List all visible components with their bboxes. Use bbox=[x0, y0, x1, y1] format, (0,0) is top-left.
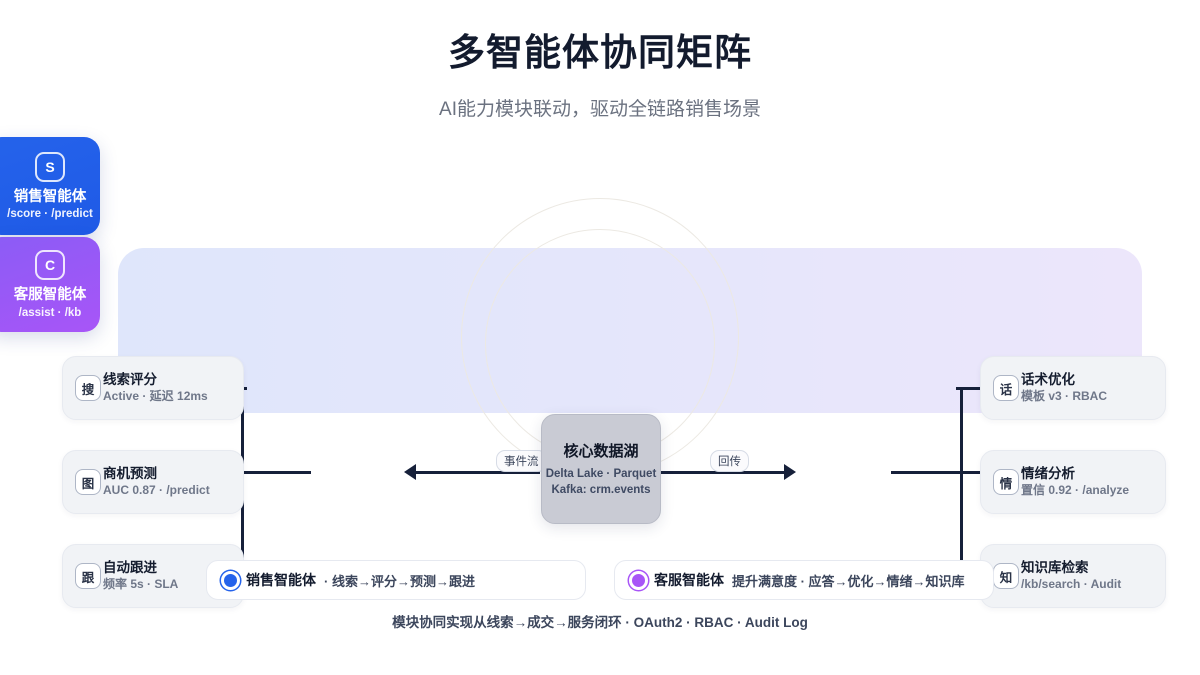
module-card-opportunity-prediction[interactable]: 图 商机预测 AUC 0.87 · /predict bbox=[62, 450, 244, 514]
module-meta-lead-scoring: Active · 延迟 12ms bbox=[103, 388, 208, 403]
agent-badge-sales: S bbox=[35, 151, 65, 182]
legend-service: 客服智能体 提升满意度 · 应答→优化→情绪→知识库 bbox=[614, 560, 994, 600]
module-icon-script-optimization: 话 bbox=[993, 375, 1019, 401]
agent-meta-sales: /score · /predict bbox=[7, 208, 93, 221]
right-trunk-line bbox=[960, 388, 963, 576]
inbound-arrow-head-icon bbox=[404, 464, 416, 480]
module-title-opportunity-prediction: 商机预测 bbox=[103, 466, 157, 482]
module-icon-auto-followup: 跟 bbox=[75, 563, 101, 589]
module-card-knowledge-retrieval[interactable]: 知 知识库检索 /kb/search · Audit bbox=[980, 544, 1166, 608]
module-meta-script-optimization: 模板 v3 · RBAC bbox=[1021, 388, 1108, 403]
inbound-flow-line bbox=[414, 471, 540, 474]
core-data-lake-meta: Delta Lake · Parquet Kafka: crm.events bbox=[546, 467, 657, 498]
module-card-script-optimization[interactable]: 话 话术优化 模板 v3 · RBAC bbox=[980, 356, 1166, 420]
outbound-flow-line bbox=[660, 471, 788, 474]
outbound-flow-label: 回传 bbox=[710, 450, 749, 472]
module-title-sentiment-analysis: 情绪分析 bbox=[1021, 466, 1075, 482]
left-branch-line-2 bbox=[241, 471, 311, 474]
legend-name-sales: 销售智能体 bbox=[246, 572, 316, 588]
module-card-lead-scoring[interactable]: 搜 线索评分 Active · 延迟 12ms bbox=[62, 356, 244, 420]
core-data-lake-title: 核心数据湖 bbox=[563, 442, 639, 460]
page-title: 多智能体协同矩阵 bbox=[448, 32, 752, 73]
agent-card-service[interactable]: C 客服智能体 /assist · /kb bbox=[0, 237, 100, 332]
inbound-flow-label: 事件流 bbox=[496, 450, 547, 472]
left-branch-line-1 bbox=[241, 387, 247, 390]
footer-note: 模块协同实现从线索→成交→服务闭环 · OAuth2 · RBAC · Audi… bbox=[392, 615, 808, 630]
legend-dot-service-icon bbox=[629, 570, 648, 590]
agent-card-sales[interactable]: S 销售智能体 /score · /predict bbox=[0, 137, 100, 235]
right-branch-line-1 bbox=[956, 387, 982, 390]
right-branch-line-2 bbox=[891, 471, 982, 474]
agent-meta-service: /assist · /kb bbox=[18, 306, 82, 319]
module-title-auto-followup: 自动跟进 bbox=[103, 560, 157, 576]
module-icon-knowledge-retrieval: 知 bbox=[993, 563, 1019, 589]
module-title-lead-scoring: 线索评分 bbox=[103, 372, 157, 388]
core-data-lake-node[interactable]: 核心数据湖 Delta Lake · Parquet Kafka: crm.ev… bbox=[541, 414, 661, 524]
core-data-lake-meta-line1: Delta Lake · Parquet bbox=[545, 467, 657, 480]
legend-dot-sales-icon bbox=[221, 570, 240, 590]
module-title-script-optimization: 话术优化 bbox=[1021, 372, 1075, 388]
module-icon-sentiment-analysis: 情 bbox=[993, 469, 1019, 495]
module-meta-sentiment-analysis: 置信 0.92 · /analyze bbox=[1021, 482, 1130, 497]
agent-name-service: 客服智能体 bbox=[13, 287, 87, 304]
module-meta-opportunity-prediction: AUC 0.87 · /predict bbox=[103, 482, 210, 497]
agent-name-sales: 销售智能体 bbox=[13, 188, 87, 205]
page-subtitle: AI能力模块联动，驱动全链路销售场景 bbox=[439, 99, 761, 120]
outbound-arrow-head-icon bbox=[784, 464, 796, 480]
legend-desc-sales: · 线索→评分→预测→跟进 bbox=[324, 573, 475, 589]
agent-badge-service: C bbox=[35, 250, 65, 281]
module-title-knowledge-retrieval: 知识库检索 bbox=[1021, 560, 1089, 576]
legend-sales: 销售智能体 · 线索→评分→预测→跟进 bbox=[206, 560, 586, 600]
module-card-sentiment-analysis[interactable]: 情 情绪分析 置信 0.92 · /analyze bbox=[980, 450, 1166, 514]
legend-name-service: 客服智能体 bbox=[654, 572, 724, 588]
module-icon-opportunity-prediction: 图 bbox=[75, 469, 101, 495]
core-data-lake-meta-line2: Kafka: crm.events bbox=[551, 483, 651, 496]
module-meta-auto-followup: 频率 5s · SLA bbox=[103, 576, 179, 591]
module-icon-lead-scoring: 搜 bbox=[75, 375, 101, 401]
legend-desc-service: 提升满意度 · 应答→优化→情绪→知识库 bbox=[732, 573, 965, 589]
module-meta-knowledge-retrieval: /kb/search · Audit bbox=[1021, 576, 1122, 591]
